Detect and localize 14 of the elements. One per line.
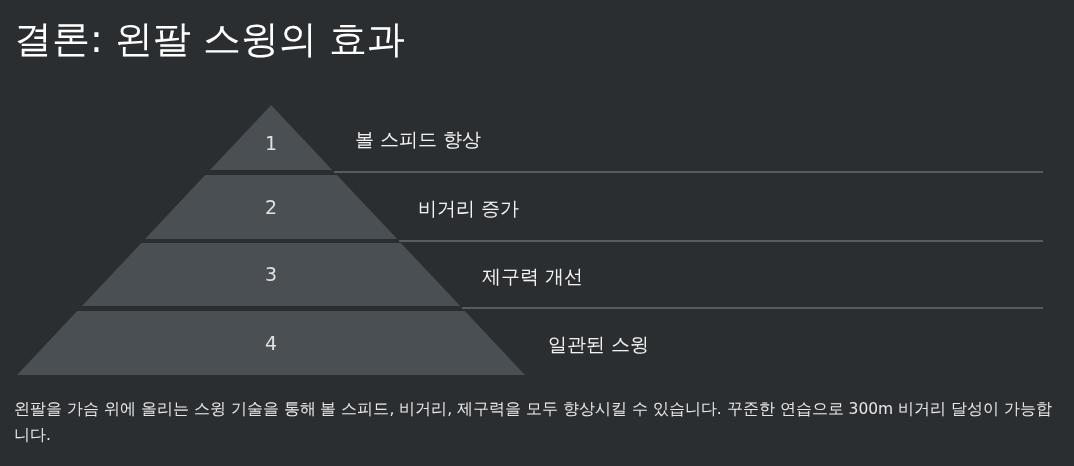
pyramid-top-triangle (209, 105, 333, 170)
pyramid-layer (17, 311, 525, 375)
caption: 왼팔을 가슴 위에 올리는 스윙 기술을 통해 볼 스피드, 비거리, 제구력을 모두 향상시킬 수 있습니다. 꾸준한 연습으로 300m 비거리 달성이 가능합니다. (14, 399, 1053, 446)
pyramid-layer (144, 175, 398, 239)
pyramid-layer (81, 243, 461, 306)
level-number: 3 (264, 263, 278, 285)
level-number: 4 (264, 332, 278, 354)
level-label: 볼 스피드 향상 (355, 126, 482, 152)
level-number: 2 (264, 196, 278, 218)
title: 결론: 왼팔 스윙의 효과 (14, 16, 406, 63)
level-label: 일관된 스윙 (548, 332, 650, 357)
level-label: 비거리 증가 (418, 196, 520, 221)
level-label: 제구력 개선 (482, 263, 584, 289)
level-number: 1 (264, 132, 278, 154)
